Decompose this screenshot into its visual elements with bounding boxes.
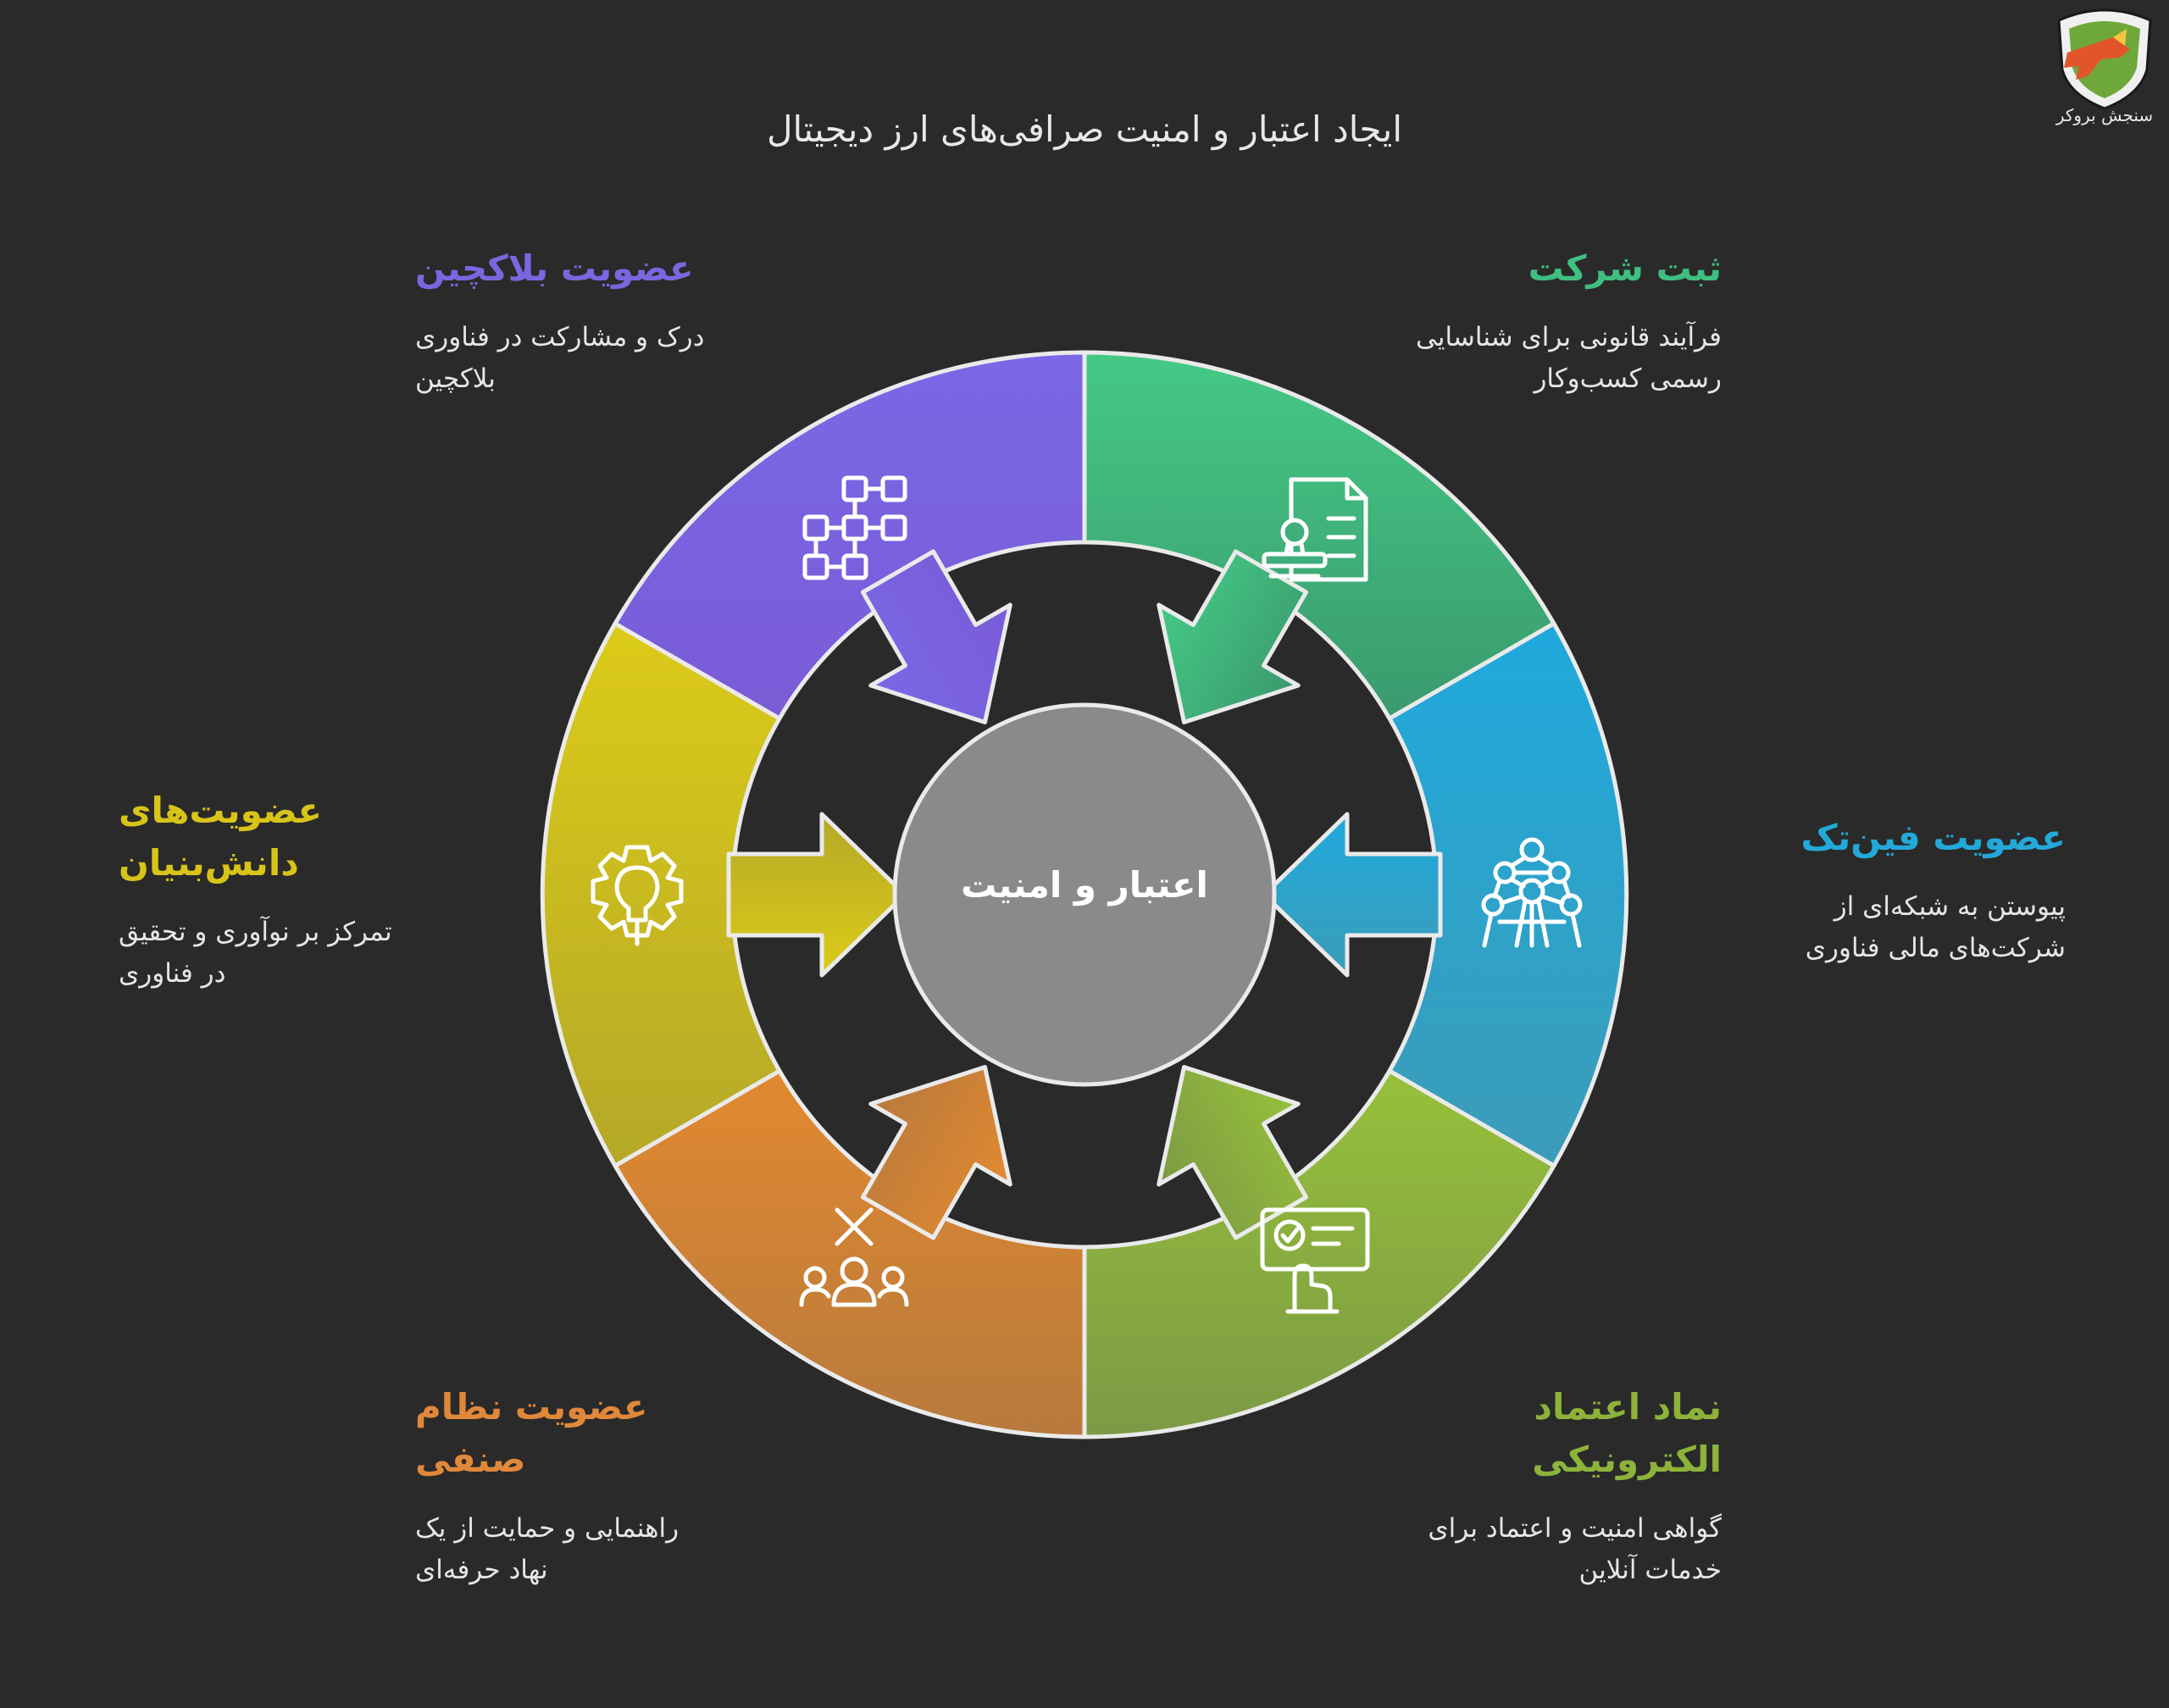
heading-line: عضویت‌های — [119, 790, 323, 831]
description-guild-membership: راهنمایی و حمایت از یک نهاد حرفه‌ای — [415, 1508, 754, 1591]
description-line: راهنمایی و حمایت از یک — [415, 1513, 680, 1544]
heading-line: الکترونیکی — [1532, 1439, 1722, 1480]
description-fintech-membership: پیوستن به شبکه‌ای از شرکت‌های مالی فناور… — [1710, 886, 2066, 969]
description-line: پیوستن به شبکه‌ای از — [1833, 891, 2066, 922]
arrow-fintech-membership — [1262, 812, 1443, 978]
segment-knowledge-based — [540, 621, 782, 1168]
segment-guild-membership — [613, 1068, 1087, 1439]
gear-bulb-icon — [591, 845, 684, 946]
description-line: درک و مشارکت در فناوری — [415, 322, 705, 352]
description-line: فرآیند قانونی برای شناسایی — [1416, 322, 1722, 352]
logo-icon — [2057, 8, 2152, 110]
description-line: رسمی کسب‌وکار — [1534, 363, 1722, 394]
center-label: اعتبار و امنیت — [961, 864, 1208, 906]
heading-knowledge-based: عضویت‌های دانش‌بنیان — [119, 785, 458, 890]
logo-text: سنجش بروکر — [2055, 105, 2154, 125]
description-line: تمرکز بر نوآوری و تحقیق — [119, 917, 392, 947]
heading-fintech-membership: عضویت فین‌تک — [1800, 817, 2066, 858]
block-knowledge-based: عضویت‌های دانش‌بنیان تمرکز بر نوآوری و ت… — [119, 785, 458, 995]
description-line: بلاکچین — [415, 363, 496, 394]
segment-fintech-membership — [1387, 621, 1629, 1168]
network-tower-icon — [1481, 837, 1583, 948]
heading-line: دانش‌بنیان — [119, 842, 299, 884]
arrow-blockchain-membership — [860, 549, 1012, 724]
arrow-e-trust-seal — [1157, 1065, 1309, 1240]
heading-company-registration: ثبت شرکت — [1528, 247, 1722, 289]
description-blockchain-membership: درک و مشارکت در فناوری بلاکچین — [415, 317, 754, 400]
block-guild-membership: عضویت نظام صنفی راهنمایی و حمایت از یک ن… — [415, 1381, 754, 1591]
segment-blockchain-membership — [613, 350, 1087, 721]
description-line: در فناوری — [119, 958, 226, 989]
heading-line: نماد اعتماد — [1534, 1386, 1722, 1428]
block-e-trust-seal: نماد اعتماد الکترونیکی گواهی امنیت و اعت… — [1383, 1381, 1722, 1591]
arrow-knowledge-based — [726, 812, 907, 978]
document-stamp-icon — [1262, 477, 1368, 582]
blockchain-blocks-icon — [802, 475, 907, 580]
block-company-registration: ثبت شرکت فرآیند قانونی برای شناسایی رسمی… — [1383, 242, 1722, 400]
people-group-icon — [799, 1207, 909, 1307]
description-company-registration: فرآیند قانونی برای شناسایی رسمی کسب‌وکار — [1383, 317, 1722, 400]
arrow-company-registration — [1157, 549, 1309, 724]
description-line: شرکت‌های مالی فناوری — [1805, 933, 2066, 963]
certificate-hand-icon — [1260, 1207, 1370, 1314]
description-line: گواهی امنیت و اعتماد برای — [1428, 1513, 1722, 1544]
block-fintech-membership: عضویت فین‌تک پیوستن به شبکه‌ای از شرکت‌ه… — [1710, 812, 2066, 969]
description-knowledge-based: تمرکز بر نوآوری و تحقیق در فناوری — [119, 912, 458, 995]
description-line: خدمات آنلاین — [1578, 1555, 1722, 1585]
diagram-title: ایجاد اعتبار و امنیت صرافی‌های ارز دیجیت… — [766, 108, 1403, 150]
segment-e-trust-seal — [1082, 1068, 1556, 1439]
heading-guild-membership: عضویت نظام صنفی — [415, 1386, 648, 1480]
arrow-guild-membership — [860, 1065, 1012, 1240]
description-e-trust-seal: گواهی امنیت و اعتماد برای خدمات آنلاین — [1383, 1508, 1722, 1591]
segment-company-registration — [1082, 350, 1556, 721]
heading-blockchain-membership: عضویت بلاکچین — [415, 247, 694, 289]
block-blockchain-membership: عضویت بلاکچین درک و مشارکت در فناوری بلا… — [415, 242, 754, 400]
heading-e-trust-seal: نماد اعتماد الکترونیکی — [1383, 1381, 1722, 1486]
center-circle — [892, 702, 1277, 1087]
description-line: نهاد حرفه‌ای — [415, 1555, 548, 1585]
